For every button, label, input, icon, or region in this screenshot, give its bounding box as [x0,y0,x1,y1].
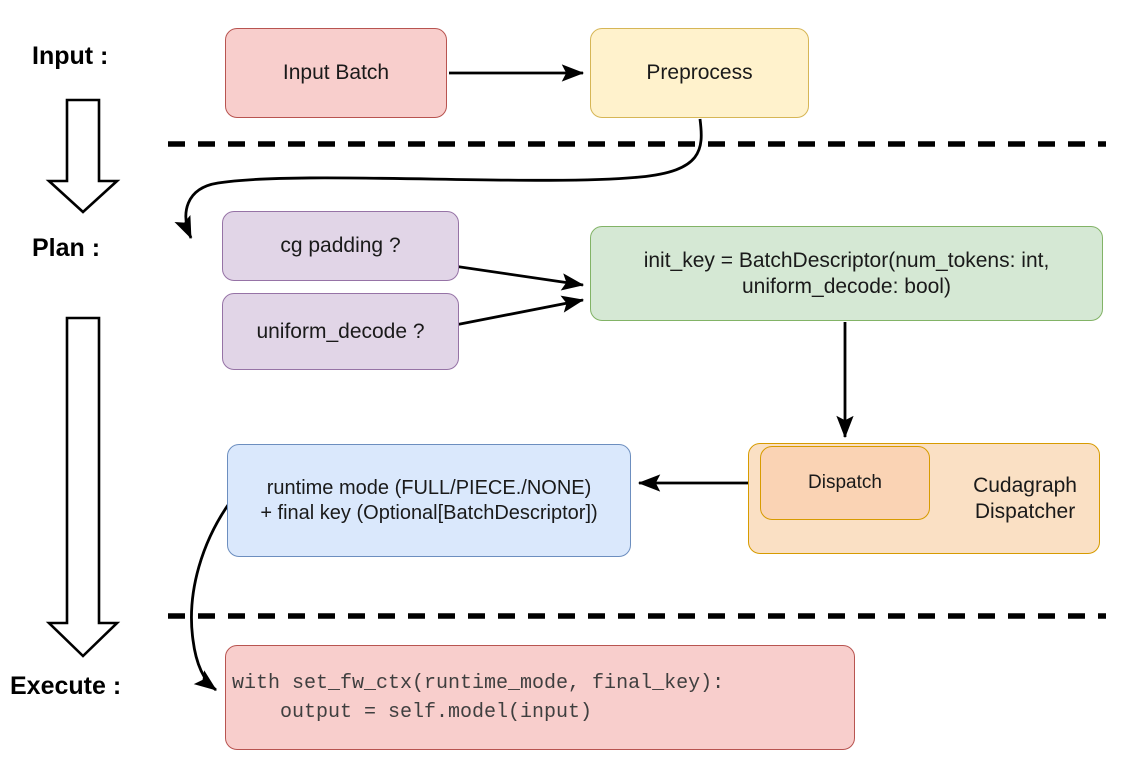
node-preprocess[interactable]: Preprocess [590,28,809,118]
node-uniform-decode[interactable]: uniform_decode ? [222,293,459,370]
stage-label-execute: Execute : [10,672,122,700]
node-cg-padding[interactable]: cg padding ? [222,211,459,281]
node-execute-code[interactable]: with set_fw_ctx(runtime_mode, final_key)… [225,645,855,750]
stage-label-plan: Plan : [32,234,101,262]
stage-label-input: Input : [32,42,109,70]
plan-to-execute-big-arrow [45,316,121,658]
runtime-mode-to-execute-code-arrow [190,504,230,692]
node-dispatch[interactable]: Dispatch [760,446,930,520]
preprocess-to-cg-padding-arrow [174,118,703,240]
node-input-batch[interactable]: Input Batch [225,28,447,118]
node-init-key[interactable]: init_key = BatchDescriptor(num_tokens: i… [590,226,1103,321]
input-to-plan-big-arrow [45,98,121,214]
node-runtime-mode[interactable]: runtime mode (FULL/PIECE./NONE) + final … [227,444,631,557]
cudagraph-dispatcher-group: Cudagraph Dispatcher Dispatch [748,443,1100,554]
